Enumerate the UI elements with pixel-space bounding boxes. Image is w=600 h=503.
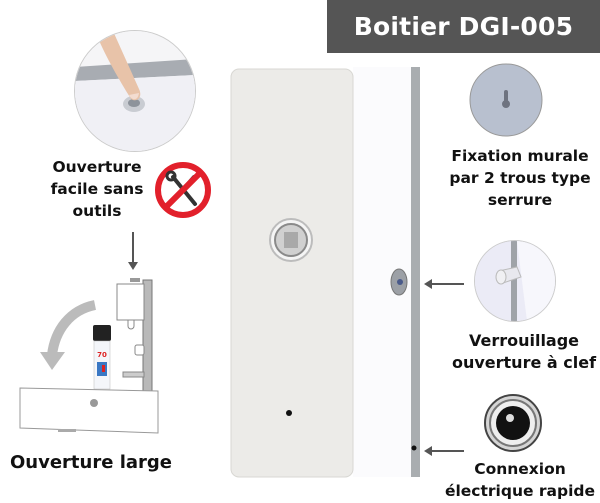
wall-mount-label: Fixation murale par 2 trous type serrure	[449, 147, 591, 209]
dc-jack-icon	[483, 393, 543, 453]
wide-open-label: Ouverture large	[10, 452, 172, 473]
no-tools-icon	[153, 160, 213, 220]
down-arrow	[132, 232, 134, 268]
power-arrow	[428, 450, 464, 452]
key-lock-arrow-head	[424, 279, 432, 289]
page-title: Boitier DGI-005	[353, 12, 574, 41]
key-icon	[474, 240, 556, 322]
title-banner: Boitier DGI-005	[327, 0, 600, 53]
device-product-image	[228, 65, 428, 480]
finger-press-icon	[74, 30, 196, 152]
down-arrow-head	[128, 262, 138, 270]
svg-text:70: 70	[97, 351, 107, 359]
power-label: Connexion électrique rapide	[444, 460, 596, 500]
key-lock-arrow	[428, 283, 464, 285]
open-box-illustration: 70	[10, 270, 160, 440]
easy-open-label: Ouverture facile sans outils	[50, 158, 144, 220]
key-lock-label: Verrouillage ouverture à clef	[451, 331, 597, 372]
power-arrow-head	[424, 446, 432, 456]
keyhole-icon	[468, 62, 544, 138]
